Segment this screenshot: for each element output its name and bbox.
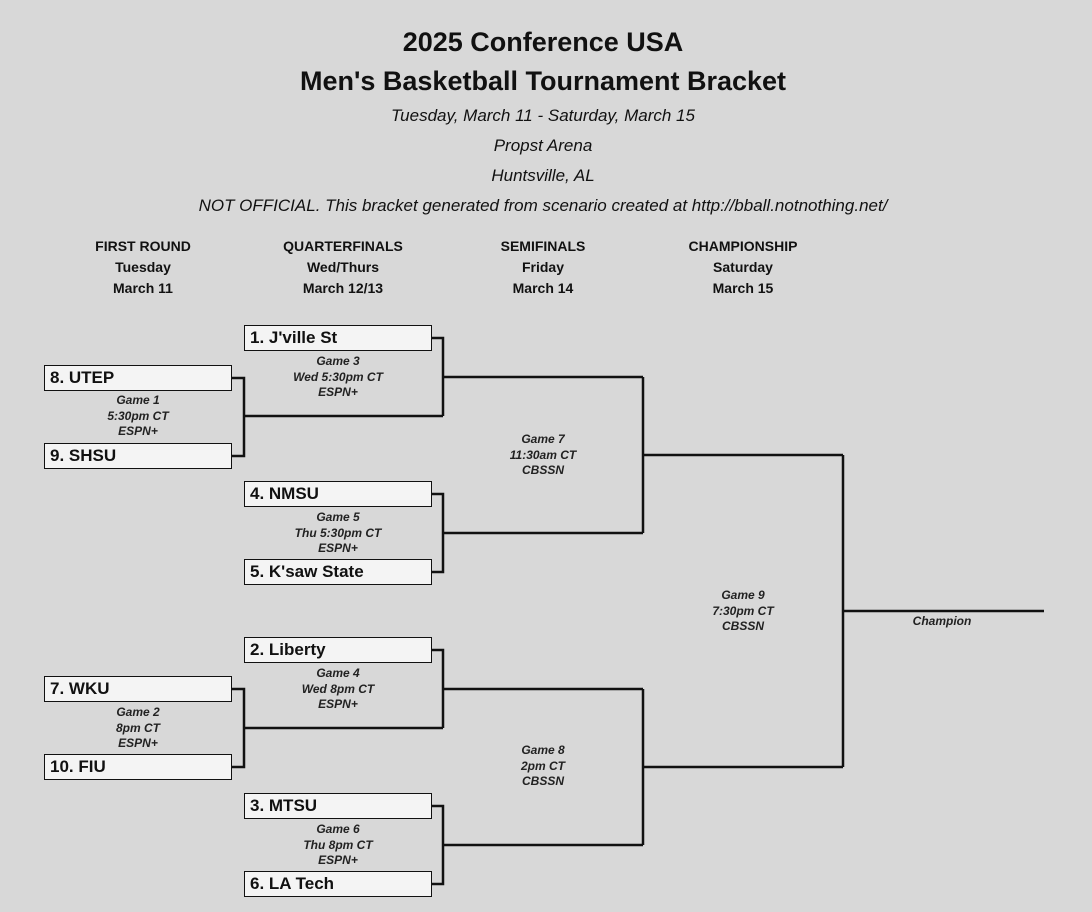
game-time: Thu 8pm CT — [303, 837, 373, 852]
round-date: March 11 — [113, 280, 173, 296]
champion-label: Champion — [912, 614, 972, 628]
round-header-championship: CHAMPIONSHIP Saturday March 15 — [689, 236, 798, 299]
game-6-info: Game 6 Thu 8pm CT ESPN+ — [303, 822, 372, 869]
team-jville: 1. J'ville St — [244, 325, 432, 351]
team-nmsu: 4. NMSU — [244, 481, 432, 507]
game-time: 11:30am CT — [509, 447, 577, 462]
game-tv: ESPN+ — [118, 424, 158, 438]
game-8-info: Game 8 2pm CT CBSSN — [521, 743, 565, 790]
game-tv: CBSSN — [521, 463, 565, 477]
game-time: 2pm CT — [520, 758, 566, 773]
team-ksaw: 5. K'saw State — [244, 559, 432, 585]
bracket-line-game8 — [641, 689, 843, 845]
venue: Propst Arena — [493, 136, 593, 155]
game-name: Game 5 — [316, 510, 360, 524]
game-3-info: Game 3 Wed 5:30pm CT ESPN+ — [293, 354, 383, 401]
round-day: Tuesday — [115, 259, 171, 275]
game-1-info: Game 1 5:30pm CT ESPN+ — [107, 393, 168, 440]
game-tv: ESPN+ — [318, 697, 358, 711]
bracket-line-game7 — [641, 377, 843, 533]
game-4-info: Game 4 Wed 8pm CT ESPN+ — [302, 666, 374, 713]
city: Huntsville, AL — [491, 166, 595, 185]
game-tv: ESPN+ — [318, 541, 358, 555]
game-time: Wed 5:30pm CT — [293, 369, 383, 384]
game-time: 8pm CT — [115, 720, 161, 735]
bracket-line-game4 — [431, 648, 643, 728]
game-tv: ESPN+ — [318, 385, 358, 399]
disclaimer: NOT OFFICIAL. This bracket generated fro… — [198, 196, 888, 215]
round-name: SEMIFINALS — [500, 238, 586, 254]
game-name: Game 3 — [316, 354, 360, 368]
game-tv: ESPN+ — [118, 736, 158, 750]
title-line-1: 2025 Conference USA — [402, 27, 684, 57]
round-date: March 12/13 — [302, 280, 384, 296]
game-7-info: Game 7 11:30am CT CBSSN — [510, 432, 576, 479]
team-latech: 6. LA Tech — [244, 871, 432, 897]
bracket-line-game9 — [841, 455, 1044, 767]
game-tv: CBSSN — [521, 774, 565, 788]
bracket-line-game5 — [431, 492, 643, 574]
team-utep: 8. UTEP — [44, 365, 232, 391]
round-name: FIRST ROUND — [95, 238, 191, 254]
bracket-line-game2 — [231, 687, 443, 769]
game-9-info: Game 9 7:30pm CT CBSSN — [712, 588, 773, 635]
round-header-quarterfinals: QUARTERFINALS Wed/Thurs March 12/13 — [283, 236, 403, 299]
round-day: Wed/Thurs — [306, 259, 380, 275]
dates: Tuesday, March 11 - Saturday, March 15 — [391, 106, 695, 125]
team-liberty: 2. Liberty — [244, 637, 432, 663]
team-shsu: 9. SHSU — [44, 443, 232, 469]
game-name: Game 7 — [521, 432, 565, 446]
game-time: 7:30pm CT — [712, 603, 774, 618]
game-time: 5:30pm CT — [107, 408, 169, 423]
game-2-info: Game 2 8pm CT ESPN+ — [116, 705, 160, 752]
team-fiu: 10. FIU — [44, 754, 232, 780]
game-name: Game 8 — [521, 743, 565, 757]
game-name: Game 1 — [116, 393, 160, 407]
round-date: March 14 — [512, 280, 574, 296]
game-name: Game 4 — [316, 666, 360, 680]
round-date: March 15 — [712, 280, 774, 296]
round-day: Friday — [521, 259, 564, 275]
game-5-info: Game 5 Thu 5:30pm CT ESPN+ — [295, 510, 382, 557]
game-name: Game 9 — [721, 588, 765, 602]
game-time: Thu 5:30pm CT — [294, 525, 382, 540]
team-wku: 7. WKU — [44, 676, 232, 702]
bracket-line-game3 — [431, 336, 643, 416]
round-name: QUARTERFINALS — [283, 238, 403, 254]
round-header-semifinals: SEMIFINALS Friday March 14 — [501, 236, 586, 299]
game-tv: CBSSN — [721, 619, 765, 633]
round-header-first: FIRST ROUND Tuesday March 11 — [95, 236, 191, 299]
team-mtsu: 3. MTSU — [244, 793, 432, 819]
bracket-line-game1 — [231, 376, 443, 458]
game-tv: ESPN+ — [318, 853, 358, 867]
title-line-2: Men's Basketball Tournament Bracket — [299, 66, 787, 96]
game-name: Game 6 — [316, 822, 360, 836]
round-name: CHAMPIONSHIP — [688, 238, 798, 254]
round-day: Saturday — [713, 259, 773, 275]
bracket-line-game6 — [431, 804, 643, 886]
game-time: Wed 8pm CT — [301, 681, 375, 696]
game-name: Game 2 — [116, 705, 160, 719]
